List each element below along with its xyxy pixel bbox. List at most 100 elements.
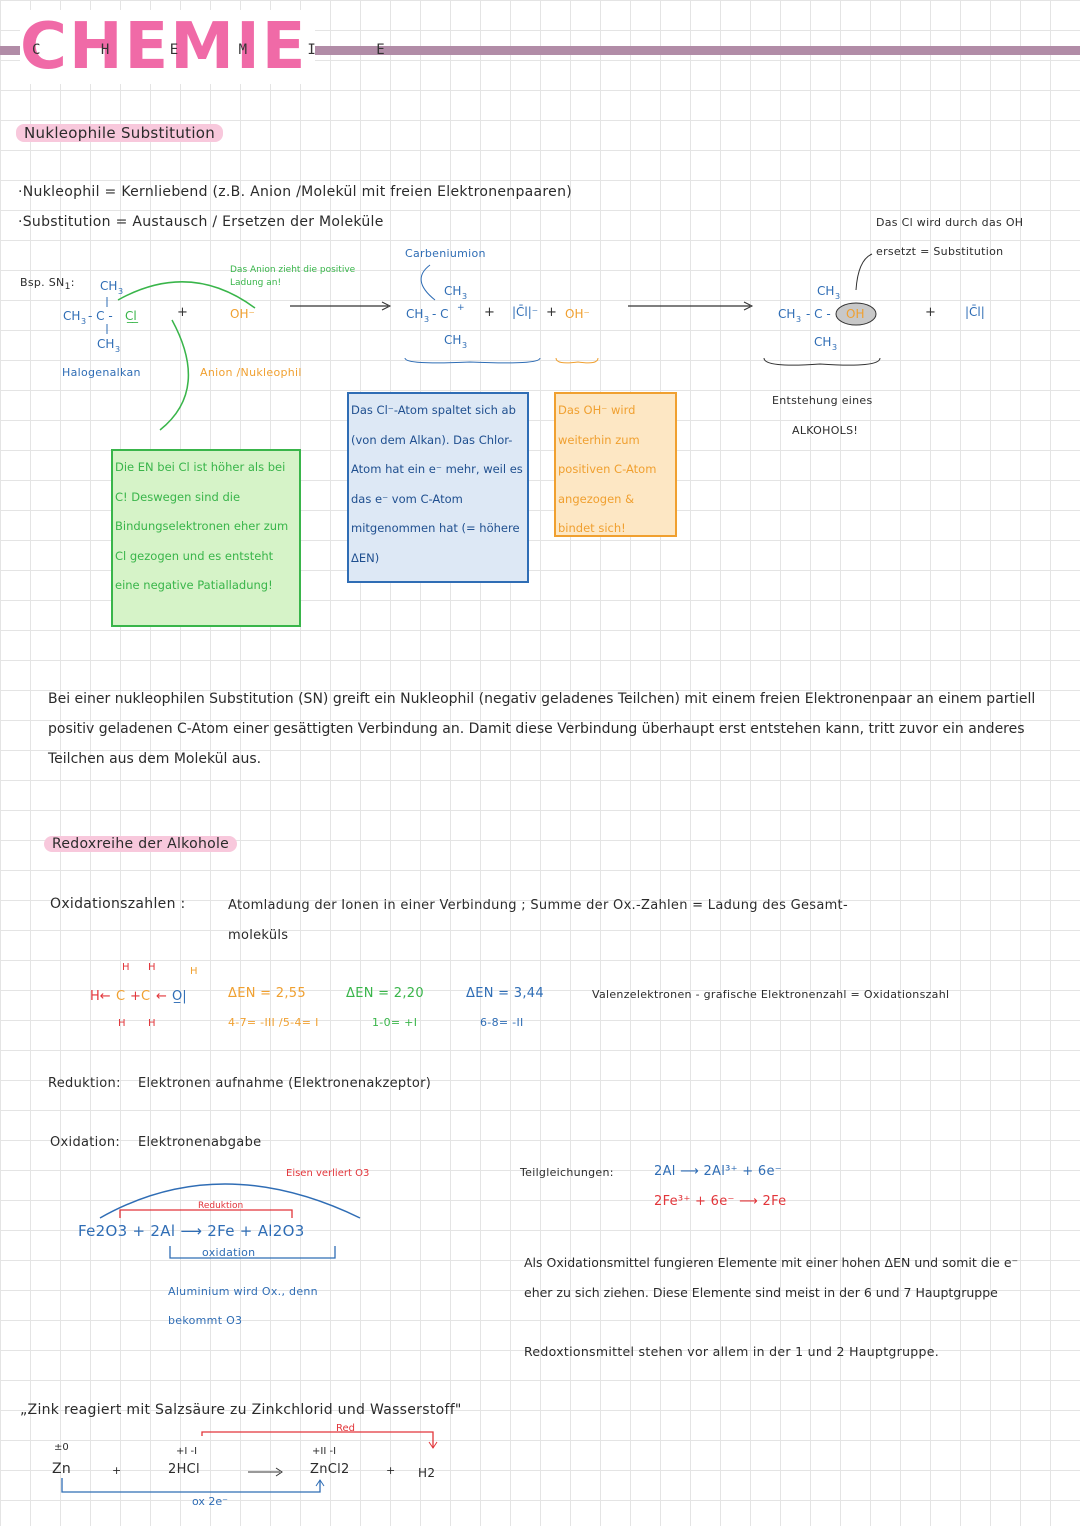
svg-text:OH: OH <box>846 307 864 321</box>
plus-1: + <box>112 1464 122 1477</box>
svg-text:|C̄l|: |C̄l| <box>965 305 985 319</box>
svg-text:H: H <box>118 1018 126 1029</box>
anion-nukleophil-label: Anion /Nukleophil <box>200 366 302 379</box>
svg-text:3: 3 <box>81 317 86 326</box>
svg-text:CH: CH <box>814 335 831 349</box>
svg-text:H: H <box>148 1018 156 1029</box>
half-equation-1: 2Al ⟶ 2Al³⁺ + 6e⁻ <box>654 1164 782 1179</box>
section-heading-nukleophile: Nukleophile Substitution <box>16 124 224 142</box>
section-heading-redoxreihe: Redoxreihe der Alkohole <box>44 836 238 852</box>
ox-value-1: 4-7= -III /5-4= I <box>228 1016 319 1029</box>
svg-text:3: 3 <box>796 315 801 324</box>
svg-text:C̲l̲: C̲l̲ <box>125 309 139 323</box>
svg-text:CH: CH <box>100 279 117 293</box>
svg-text:CH: CH <box>63 309 80 323</box>
ox-value-2: 1-0= +I <box>372 1016 418 1029</box>
carbeniumion-label: Carbeniumion <box>405 247 486 260</box>
oxidation-definition: Elektronenabgabe <box>138 1135 262 1150</box>
svg-text:3: 3 <box>462 341 467 350</box>
reduktionsmittel-text: Redoxtionsmittel stehen vor allem in der… <box>524 1344 940 1359</box>
green-explanation-box: Die EN bei Cl ist höher als bei C! Deswe… <box>111 449 301 627</box>
reduktion-label: Reduktion: <box>48 1076 121 1091</box>
svg-text:- C -: - C - <box>806 307 831 321</box>
oxidationszahlen-definition-2: moleküls <box>228 928 289 943</box>
definition-substitution: ·Substitution = Austausch / Ersetzen der… <box>18 214 384 230</box>
svg-text:+: + <box>925 305 936 320</box>
oxidation-label: Oxidation: <box>50 1135 121 1150</box>
reduktion-definition: Elektronen aufnahme (Elektronenakzeptor) <box>138 1076 432 1091</box>
blue-explanation-box: Das Cl⁻-Atom spaltet sich ab (von dem Al… <box>347 392 529 583</box>
zink-quote: „Zink reagiert mit Salzsäure zu Zinkchlo… <box>20 1402 462 1418</box>
hcl-formula: 2HCl <box>168 1462 200 1477</box>
svg-text:+: + <box>177 305 188 320</box>
zncl-oxidation-number: +II -I <box>312 1446 337 1457</box>
svg-text:+: + <box>457 303 465 313</box>
half-equation-2: 2Fe³⁺ + 6e⁻ ⟶ 2Fe <box>654 1194 787 1209</box>
valenz-note: Valenzelektronen - grafische Elektronenz… <box>592 988 950 1001</box>
entstehung-label: Entstehung eines <box>772 394 873 407</box>
aluminium-note: Aluminium wird Ox., denn <box>168 1285 318 1298</box>
svg-text:CH: CH <box>778 307 795 321</box>
header-line <box>0 46 1080 55</box>
svg-text:- C -: - C - <box>88 309 113 323</box>
svg-text:+: + <box>546 305 557 320</box>
example-label: Bsp. SN1: <box>20 276 75 293</box>
svg-text:CH: CH <box>817 284 834 298</box>
svg-text:OH⁻: OH⁻ <box>565 307 590 321</box>
note-substitution-2: ersetzt = Substitution <box>876 245 1004 258</box>
page-title: CHEMIE <box>20 10 316 84</box>
iron-aluminium-reaction: Fe2O3 + 2Al ⟶ 2Fe + Al2O3 <box>78 1222 305 1240</box>
aluminium-note-2: bekommt O3 <box>168 1314 243 1327</box>
ox-value-3: 6-8= -II <box>480 1016 524 1029</box>
page-title-letters: C H E M I E <box>32 42 411 58</box>
svg-text:CH: CH <box>444 284 461 298</box>
svg-text:←: ← <box>156 989 167 1004</box>
zink-ox-label: ox 2e⁻ <box>192 1495 228 1508</box>
svg-text:3: 3 <box>462 292 467 301</box>
en-value-3: ΔEN = 3,44 <box>466 986 544 1001</box>
svg-text:H←: H← <box>90 989 111 1004</box>
ethanol-structure: H← C + C ← O̲| H H H H H <box>90 962 198 1029</box>
definition-nukleophil: ·Nukleophil = Kernliebend (z.B. Anion /M… <box>18 184 573 200</box>
svg-text:C: C <box>141 989 150 1004</box>
svg-text:3: 3 <box>832 343 837 352</box>
plus-2: + <box>386 1464 396 1477</box>
svg-text:3: 3 <box>424 315 429 324</box>
svg-text:H: H <box>122 962 130 973</box>
hcl-oxidation-number: +I -I <box>176 1446 198 1457</box>
zink-red-label: Red <box>336 1423 355 1434</box>
teilgleichungen-label: Teilgleichungen: <box>520 1166 614 1179</box>
svg-text:C: C <box>116 989 125 1004</box>
en-value-2: ΔEN = 2,20 <box>346 986 424 1001</box>
en-value-1: ΔEN = 2,55 <box>228 986 306 1001</box>
oxidation-arrow-label: oxidation <box>202 1246 256 1259</box>
svg-text:3: 3 <box>118 287 123 296</box>
svg-text:H: H <box>148 962 156 973</box>
svg-text:3: 3 <box>835 292 840 301</box>
sn-paragraph: Bei einer nukleophilen Substitution (SN)… <box>48 691 1036 767</box>
svg-text:|C̄l|⁻: |C̄l|⁻ <box>512 305 538 319</box>
svg-text:H: H <box>190 966 198 977</box>
zn-oxidation-number: ±0 <box>54 1442 69 1453</box>
note-substitution: Das Cl wird durch das OH <box>876 216 1024 229</box>
alkohol-label: ALKOHOLS! <box>792 424 859 437</box>
svg-text:- C: - C <box>432 307 449 321</box>
oxidationszahlen-label: Oxidationszahlen : <box>50 896 186 912</box>
oxidationszahlen-definition: Atomladung der Ionen in einer Verbindung… <box>228 898 848 913</box>
redox-arrows <box>99 1183 361 1259</box>
svg-text:+: + <box>484 305 495 320</box>
reduktion-arrow-label: Reduktion <box>198 1201 244 1211</box>
oxidationsmittel-text: Als Oxidationsmittel fungieren Elemente … <box>524 1255 1019 1300</box>
orange-explanation-box: Das OH⁻ wird weiterhin zum positiven C-A… <box>554 392 677 537</box>
svg-text:CH: CH <box>444 333 461 347</box>
zink-arrows <box>61 1431 438 1493</box>
zn-formula: Zn <box>52 1461 72 1477</box>
svg-text:O̲|: O̲| <box>172 989 187 1004</box>
zncl-formula: ZnCl2 <box>310 1462 350 1477</box>
svg-text:3: 3 <box>115 345 120 354</box>
svg-text:CH: CH <box>97 337 114 351</box>
anion-note: Das Anion zieht die positive Ladung an! <box>230 265 356 288</box>
svg-text:+: + <box>130 989 141 1004</box>
